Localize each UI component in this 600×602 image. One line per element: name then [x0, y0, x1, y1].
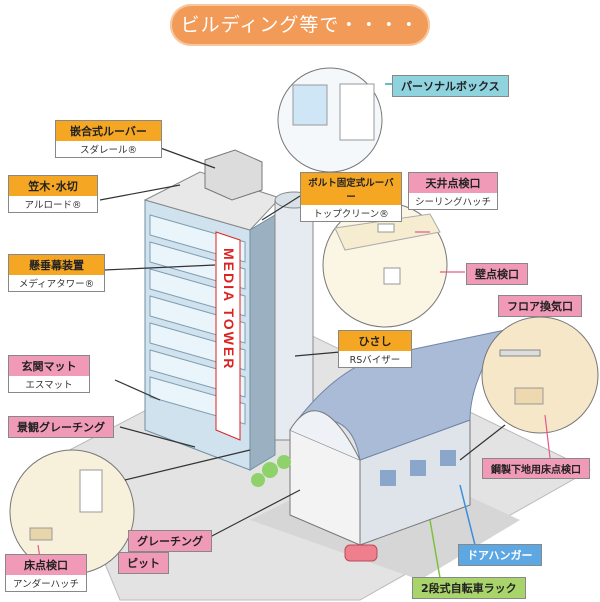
- car: [344, 544, 378, 562]
- label-bolt-title: ボルト固定式ルーバー: [301, 173, 401, 205]
- label-bolt[interactable]: ボルト固定式ルーバー トップクリーン®: [300, 172, 402, 222]
- annex-roof-arch: [289, 410, 361, 461]
- leader-line: [103, 264, 216, 271]
- label-mat-sub: エスマット: [9, 376, 89, 392]
- tree: [277, 455, 291, 469]
- floor-hatch: [29, 527, 53, 541]
- leader-line: [459, 424, 506, 461]
- label-bike[interactable]: 2段式自転車ラック: [412, 577, 526, 599]
- label-kabe[interactable]: 壁点検口: [466, 263, 528, 285]
- leader-line: [459, 484, 476, 546]
- personal-box-window: [292, 84, 328, 126]
- label-hisashi[interactable]: ひさし RSバイザー: [338, 330, 412, 368]
- label-hisashi-sub: RSバイザー: [339, 351, 411, 367]
- leader-line: [154, 145, 216, 169]
- leader-line: [261, 195, 301, 221]
- annex-window: [380, 470, 396, 486]
- stair-shaft: [274, 199, 314, 441]
- leader-line: [544, 414, 551, 459]
- label-hisashi-title: ひさし: [339, 331, 411, 351]
- label-kasagi[interactable]: 笠木･水切 アルロード®: [8, 175, 98, 213]
- hanging-banner: [215, 231, 241, 441]
- door: [79, 469, 103, 513]
- label-louver-title: 嵌合式ルーバー: [56, 121, 161, 141]
- label-pit[interactable]: ピット: [118, 552, 169, 574]
- label-yuka-sub: アンダーハッチ: [6, 575, 86, 591]
- label-floor-vent[interactable]: フロア換気口: [498, 295, 582, 317]
- annex-window: [410, 460, 426, 476]
- leader-line: [429, 519, 441, 579]
- leader-line: [294, 351, 341, 357]
- label-louver[interactable]: 嵌合式ルーバー スダレール®: [55, 120, 162, 158]
- label-tenjo[interactable]: 天井点検口 シーリングハッチ: [408, 172, 498, 210]
- leader-line: [99, 184, 181, 201]
- rooftop-unit: [204, 149, 263, 201]
- wall-hatch: [383, 267, 401, 285]
- section-title-banner: ビルディング等で・・・・: [170, 4, 430, 46]
- personal-box-cabinet: [339, 83, 375, 141]
- label-yuka[interactable]: 床点検口 アンダーハッチ: [5, 554, 87, 592]
- label-suidare-sub: メディアタワー®: [9, 275, 104, 291]
- tree: [251, 473, 265, 487]
- label-yuka-title: 床点検口: [6, 555, 86, 575]
- label-keikan[interactable]: 景観グレーチング: [8, 416, 114, 438]
- label-tenjo-sub: シーリングハッチ: [409, 193, 497, 209]
- tower-side-face: [249, 214, 276, 471]
- leader-line: [124, 449, 251, 481]
- label-personal[interactable]: パーソナルボックス: [392, 75, 509, 97]
- label-kasagi-title: 笠木･水切: [9, 176, 97, 196]
- leader-line: [119, 426, 196, 448]
- annex-roof: [289, 329, 507, 461]
- label-louver-sub: スダレール®: [56, 141, 161, 157]
- ceiling-hatch: [377, 223, 395, 233]
- label-mat-title: 玄関マット: [9, 356, 89, 376]
- label-bolt-sub: トップクリーン®: [301, 205, 401, 221]
- label-door-hanger[interactable]: ドアハンガー: [458, 544, 542, 566]
- label-kasagi-sub: アルロード®: [9, 196, 97, 212]
- label-grating[interactable]: グレーチング: [128, 530, 212, 552]
- label-tenjo-title: 天井点検口: [409, 173, 497, 193]
- label-mat[interactable]: 玄関マット エスマット: [8, 355, 90, 393]
- floor-vent: [499, 349, 541, 357]
- label-suidare[interactable]: 懸垂幕装置 メディアタワー®: [8, 254, 105, 292]
- label-suidare-title: 懸垂幕装置: [9, 255, 104, 275]
- tree: [262, 462, 278, 478]
- annex-window: [440, 450, 456, 466]
- leader-line: [209, 489, 301, 538]
- detail-floor-vent: [481, 316, 599, 434]
- leader-line: [114, 379, 161, 401]
- label-steel-floor[interactable]: 鋼製下地用床点検口: [482, 458, 590, 479]
- steel-floor-hatch: [514, 387, 544, 405]
- building-sign: MEDIA TOWER: [221, 248, 237, 370]
